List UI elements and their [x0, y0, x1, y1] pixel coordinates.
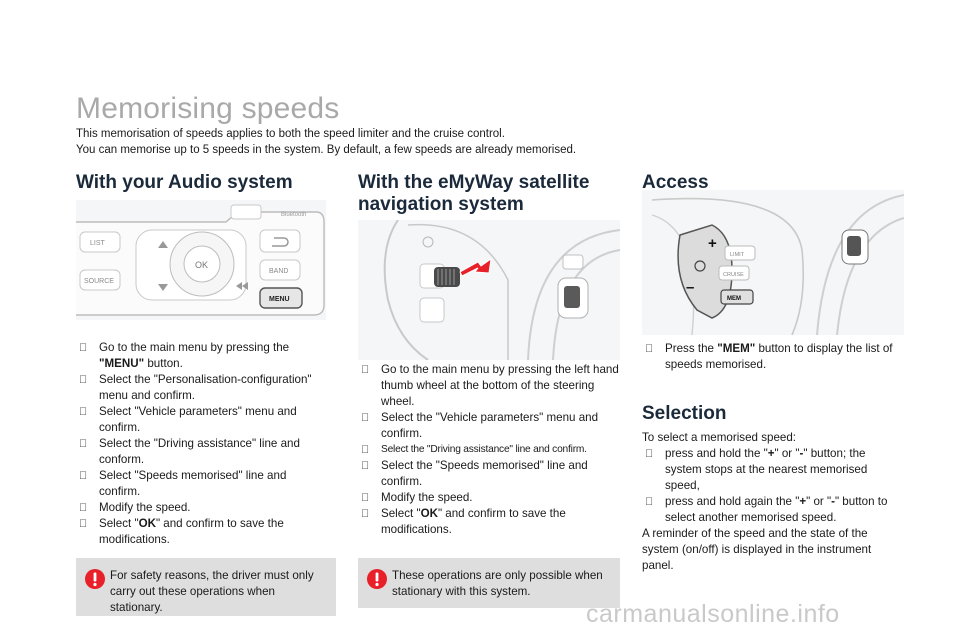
arrow-bullet-icon:  — [361, 442, 369, 458]
arrow-bullet-icon:  — [79, 516, 87, 532]
arrow-bullet-icon:  — [79, 500, 87, 516]
audio-panel-drawing: Bluetooth LIST SOURCE OK BAND MENU — [76, 200, 326, 320]
nav-steps: Go to the main menu by pressing the lef… — [358, 362, 620, 538]
menu-label: MENU — [269, 296, 290, 303]
list-item: Select the "Speeds memorised" line and … — [358, 458, 620, 490]
arrow-bullet-icon:  — [645, 446, 653, 462]
list-item: Select "OK" and confirm to save the mod… — [76, 516, 328, 548]
nav-wheel-illustration — [358, 220, 620, 360]
svg-text:+: + — [708, 235, 717, 252]
access-wheel-illustration: + – LIMIT CRUISE MEM — [642, 190, 904, 335]
arrow-bullet-icon:  — [361, 506, 369, 522]
list-item: Select the "Vehicle parameters" menu an… — [358, 410, 620, 442]
audio-warning-text: For safety reasons, the driver must only… — [110, 569, 314, 614]
svg-text:–: – — [686, 279, 694, 296]
mem-label: MEM — [727, 296, 741, 302]
cruise-label: CRUISE — [723, 272, 744, 278]
limit-label: LIMIT — [730, 252, 745, 258]
watermark: carmanualsonline.info — [586, 600, 840, 628]
list-item: Go to the main menu by pressing the "ME… — [76, 340, 328, 372]
arrow-bullet-icon:  — [361, 410, 369, 426]
warning-icon — [367, 569, 387, 589]
red-arrow-icon — [459, 257, 492, 277]
arrow-bullet-icon:  — [79, 436, 87, 452]
ok-label: OK — [195, 260, 208, 270]
arrow-bullet-icon:  — [79, 372, 87, 388]
arrow-bullet-icon:  — [79, 340, 87, 356]
band-label: BAND — [269, 268, 288, 275]
access-wheel-drawing: + – LIMIT CRUISE MEM — [642, 190, 904, 335]
list-item: press and hold the "+" or "-" button; t… — [642, 446, 904, 494]
selection-steps: press and hold the "+" or "-" button; t… — [642, 446, 904, 526]
audio-steps: Go to the main menu by pressing the "ME… — [76, 340, 328, 548]
list-item: Select "Speeds memorised" line and conf… — [76, 468, 328, 500]
thumb-wheel — [434, 267, 460, 287]
warning-icon — [85, 569, 105, 589]
nav-warning-text: These operations are only possible when … — [392, 569, 603, 598]
arrow-bullet-icon:  — [361, 458, 369, 474]
arrow-bullet-icon:  — [361, 362, 369, 378]
nav-heading: With the eMyWay satellite navigation sys… — [358, 172, 590, 215]
arrow-bullet-icon:  — [361, 490, 369, 506]
access-heading: Access — [642, 172, 709, 193]
nav-warning-box: These operations are only possible when … — [358, 558, 620, 608]
intro-line-1: This memorisation of speeds applies to b… — [76, 128, 505, 140]
selection-lead: To select a memorised speed: — [642, 431, 797, 444]
arrow-bullet-icon:  — [645, 494, 653, 510]
list-item: Modify the speed. — [76, 500, 328, 516]
list-item: Select the "Driving assistance" line an… — [76, 436, 328, 468]
arrow-bullet-icon:  — [79, 404, 87, 420]
arrow-bullet-icon:  — [645, 341, 653, 357]
list-item: Modify the speed. — [358, 490, 620, 506]
speedometer-icon — [694, 260, 706, 272]
selection-closing: A reminder of the speed and the state of… — [642, 527, 872, 572]
nav-wheel-drawing — [358, 220, 620, 360]
speed-controls — [677, 224, 733, 319]
list-label: LIST — [90, 240, 106, 247]
audio-heading: With your Audio system — [76, 172, 293, 193]
list-item: Select "OK" and confirm to save the mod… — [358, 506, 620, 538]
audio-panel-illustration: Bluetooth LIST SOURCE OK BAND MENU — [76, 200, 326, 320]
list-item: Select the "Driving assistance" line an… — [358, 442, 620, 458]
selection-heading: Selection — [642, 403, 727, 424]
access-steps: Press the "MEM" button to display the l… — [642, 341, 904, 373]
intro-line-2: You can memorise up to 5 speeds in the s… — [76, 144, 577, 156]
audio-warning-box: For safety reasons, the driver must only… — [76, 558, 336, 616]
list-item: Go to the main menu by pressing the lef… — [358, 362, 620, 410]
list-item: press and hold again the "+" or "-" but… — [642, 494, 904, 526]
source-label: SOURCE — [84, 278, 114, 285]
page-title: Memorising speeds — [76, 92, 340, 125]
list-item: Press the "MEM" button to display the l… — [642, 341, 904, 373]
list-item: Select the "Personalisation-configurati… — [76, 372, 328, 404]
arrow-bullet-icon:  — [79, 468, 87, 484]
bluetooth-label: Bluetooth — [281, 212, 306, 218]
list-item: Select "Vehicle parameters" menu and co… — [76, 404, 328, 436]
